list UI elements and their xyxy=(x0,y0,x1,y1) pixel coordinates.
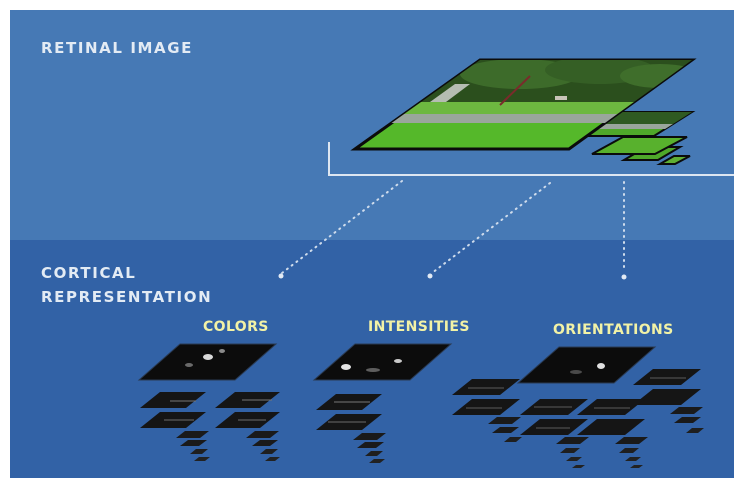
orientations-map-1a xyxy=(452,379,520,395)
intensities-map-0 xyxy=(312,343,453,381)
orientations-heading: ORIENTATIONS xyxy=(553,322,674,338)
connector-intensities xyxy=(431,182,551,274)
connector-dot-orientations xyxy=(621,274,627,280)
diagram-canvas: RETINAL IMAGE CORTICAL REPRESENTATION CO… xyxy=(10,10,734,478)
orientations-map-1b xyxy=(633,369,701,385)
connector-dot-intensities xyxy=(427,273,433,279)
intensities-pyramid xyxy=(312,343,453,463)
retinal-bracket xyxy=(328,142,734,176)
colors-pyramid xyxy=(137,343,280,461)
colors-map-1a xyxy=(140,392,206,408)
orientations-map-1h xyxy=(577,419,645,435)
orientations-map-1d xyxy=(633,389,701,405)
cortical-label-line1: CORTICAL xyxy=(41,264,137,282)
orientations-map-1g xyxy=(520,419,588,435)
colors-map-0 xyxy=(137,343,278,381)
diagram-art xyxy=(137,58,734,468)
retinal-image-pyramid xyxy=(350,58,697,165)
orientations-map-1f xyxy=(577,399,645,415)
colors-heading: COLORS xyxy=(203,319,269,335)
orientations-pyramid xyxy=(452,346,704,468)
orientations-map-1c xyxy=(452,399,520,415)
connector-dot-colors xyxy=(278,273,284,279)
retinal-image-label: RETINAL IMAGE xyxy=(41,39,194,57)
cortical-label-line2: REPRESENTATION xyxy=(41,288,213,306)
retinal-level-4 xyxy=(656,155,691,165)
retinal-level-2 xyxy=(591,136,688,155)
intensities-heading: INTENSITIES xyxy=(368,319,470,335)
orientations-map-0 xyxy=(516,346,657,384)
connector-colors xyxy=(281,180,403,274)
